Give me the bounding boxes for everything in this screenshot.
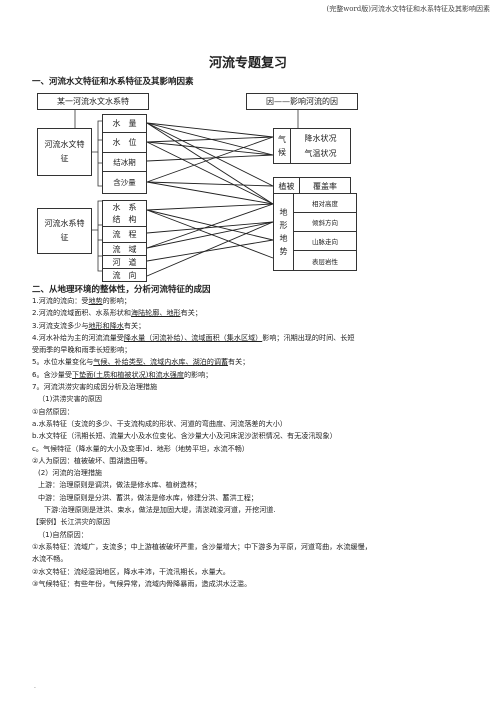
text-line: a.水系特征（支流的多少、干支流构成的形状、河道的弯曲度、河流落差的大小）	[32, 418, 287, 428]
connector-line	[146, 181, 274, 187]
text-line: 中游：治理原则是分洪、蓄洪，做法是修水库，修建分洪、蓄洪工程；	[38, 492, 258, 502]
connector-line	[146, 181, 274, 205]
text-line: 3.河流支流多少与地形和降水有关；	[32, 320, 146, 330]
section-heading-2: 二、从地理环境的整体性，分析河流特征的成因	[32, 285, 211, 295]
system-item: 河 道	[103, 256, 146, 269]
connector-line	[146, 122, 274, 205]
climate-item: 气温状况	[304, 149, 337, 158]
connector-line	[146, 203, 274, 211]
system-items-box: 水 系结 构 流 程 流 域 河 道 流 向	[102, 200, 147, 282]
terrain-label: 地形地势	[274, 194, 294, 270]
terrain-item: 倾斜方向	[294, 213, 356, 232]
header-note: (完整word版)河流水文特征和水系特征及其影响因素	[326, 5, 491, 13]
right-header-box: 因——影响河流的因	[246, 93, 358, 110]
climate-item: 降水状况	[304, 134, 337, 143]
system-item: 水 系结 构	[103, 201, 146, 227]
text-line: 7。河流洪涝灾害的成因分析及治理措施	[32, 382, 158, 392]
terrain-item: 表层岩性	[312, 257, 338, 266]
connector-line	[146, 209, 274, 259]
text-line: 上游：治理原则是调洪，做法是修水库、植树造林；	[38, 480, 202, 490]
hydro-item: 水 位	[103, 133, 146, 153]
hydro-items-box: 水 量 水 位 结冰期 含沙量	[102, 114, 147, 194]
footer-dot: .	[34, 683, 36, 690]
document-body: 1.河流的流向：受地势的影响； 2.河流的流域面积、水系形状和海陆轮廓、地形有关…	[32, 295, 484, 590]
system-item: 流 程	[103, 227, 146, 243]
hydro-item: 水 量	[103, 115, 146, 133]
hydro-group-box: 河流水文特征	[37, 128, 92, 176]
text-line: 1.河流的流向：受地势的影响；	[32, 296, 131, 305]
text-line: 受雨季的早晚和雨季长短影响；	[32, 345, 132, 355]
page-title: 河流专题复习	[208, 56, 287, 71]
connector-line	[146, 141, 274, 205]
connector-line	[146, 209, 274, 241]
text-line: 水流不畅。	[32, 554, 68, 564]
text-line: ①水系特征：流域广，支流多；中上游植被破坏严重，含沙量增大；中下游多为平原，河道…	[32, 541, 372, 551]
text-line: 6。含沙量受下垫面(土质和植被状况)和流水强度的影响；	[32, 369, 213, 379]
text-line: c。气候特征（降水量的大小及变率)d．地形（地势平坦，水流不畅）	[32, 443, 249, 453]
system-group-box: 河流水系特征	[37, 208, 92, 254]
text-line: ②水文特征：流经湿润地区，降水丰沛，干流汛期长，水量大。	[32, 566, 230, 576]
text-line: （1)自然原因：	[38, 529, 88, 539]
hydro-item: 结冰期	[103, 153, 146, 172]
text-line: 2.河流的流域面积、水系形状和海陆轮廓、地形有关；	[32, 308, 202, 318]
group-brackets	[74, 109, 299, 272]
connector-line	[146, 221, 274, 249]
terrain-box: 地形地势 相对高度 倾斜方向 山脉走向 表层岩性	[273, 193, 357, 271]
connector-line	[146, 136, 274, 183]
connector-line	[146, 154, 274, 162]
text-line: b.水文特征（汛期长短、流量大小及水位变化、含沙量大小及河床泥沙淤积情况、有无凌…	[32, 431, 337, 441]
system-item: 流 向	[112, 270, 137, 280]
system-item: 流 域	[103, 243, 146, 256]
connector-line	[146, 122, 274, 138]
connector-line	[146, 122, 274, 187]
section-heading-1: 一、河流水文特征和水系特征及其影响因素	[32, 77, 194, 87]
hydro-item: 含沙量	[113, 178, 136, 187]
text-line: 下游:治理原则是泄洪、束水，做法是加固大堤，清淤疏浚河道，开挖河道.	[44, 505, 276, 515]
text-line: 5。水位水量变化与气候、补给类型、流域内水库、湖泊的调蓄有关；	[32, 357, 250, 367]
connector-line	[146, 203, 274, 249]
connector-line	[146, 122, 274, 156]
connector-line	[146, 136, 274, 143]
connector-line	[146, 239, 274, 262]
vegetation-label: 植被	[274, 178, 300, 194]
text-line: (2）河流的治理措施	[38, 468, 103, 478]
text-line: ①自然原因：	[32, 406, 74, 416]
text-line: （1)洪涝灾害的原因	[38, 394, 103, 404]
left-header-box: 某一河流水文水系特	[37, 93, 149, 110]
connector-line	[146, 221, 274, 277]
text-line: ③气候特征：有些年份，气候异常，流域内骨降暴雨，造成洪水泛滥。	[32, 578, 252, 588]
connector-line	[146, 221, 274, 234]
terrain-item: 相对高度	[294, 194, 356, 213]
text-line: 4.河水补给为主的河流流量受降水量（河流补给）、流域面积（集水区域）影响；汛期出…	[32, 332, 355, 342]
text-line: ②人为原因：植被破坏、围湖造田等。	[32, 455, 152, 465]
climate-label: 气候	[274, 129, 291, 163]
vegetation-item: 覆盖率	[313, 181, 337, 191]
climate-box: 气候 降水状况 气温状况	[273, 128, 351, 164]
text-line: 【案例】长江洪灾的原因	[32, 517, 111, 527]
connector-line	[146, 141, 274, 156]
terrain-item: 山脉走向	[294, 232, 356, 251]
